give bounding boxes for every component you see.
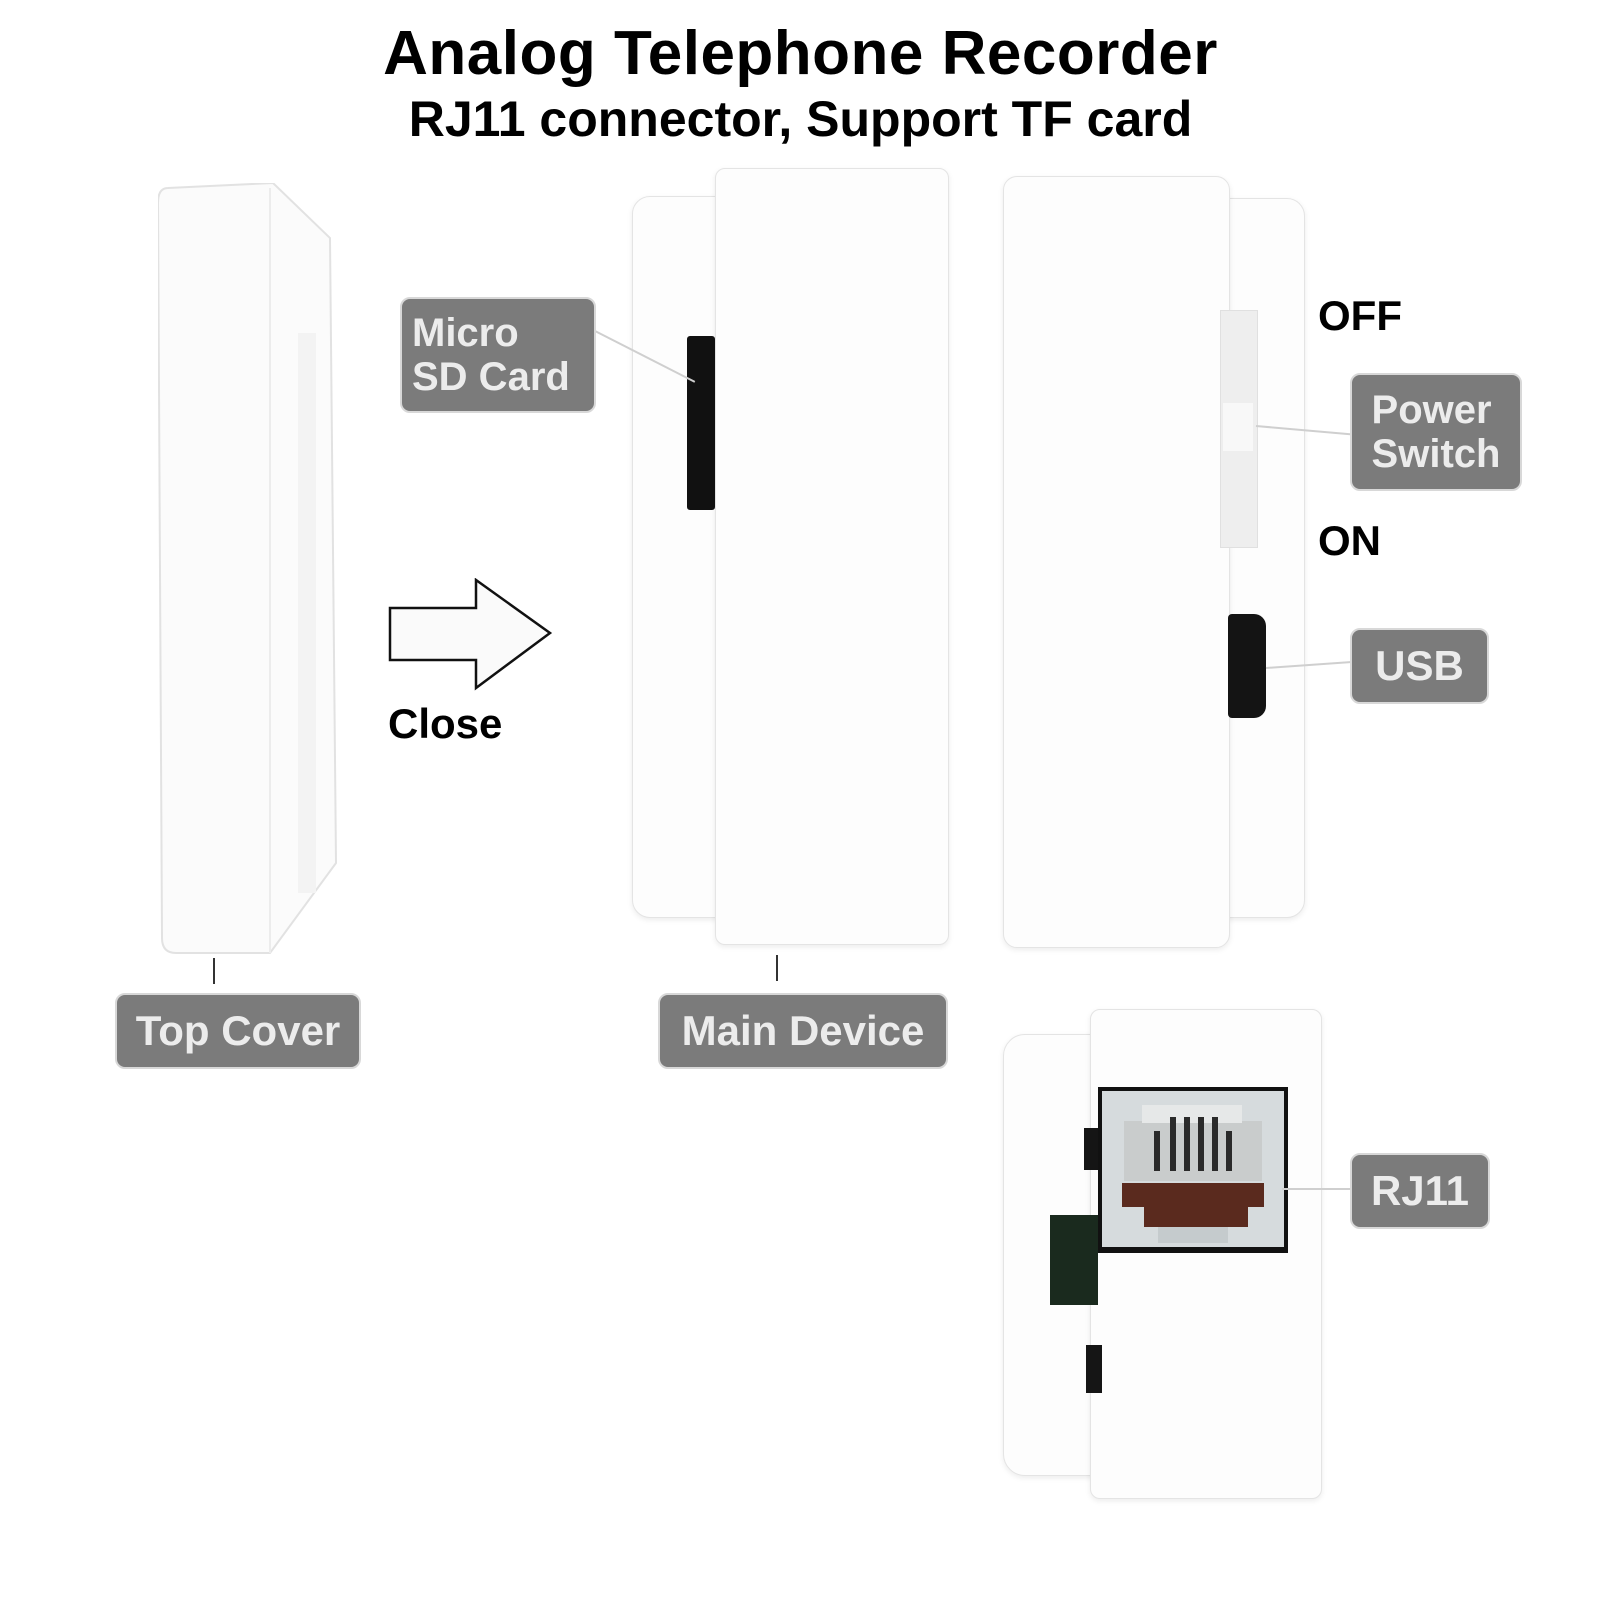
page-subtitle: RJ11 connector, Support TF card <box>408 91 1193 147</box>
pcb-tab-bottom <box>1086 1345 1102 1393</box>
close-label: Close <box>388 700 503 747</box>
pcb-edge <box>1050 1215 1098 1305</box>
top-cover-image <box>156 181 338 958</box>
main-device-tick <box>776 955 778 981</box>
power-switch <box>1220 310 1258 548</box>
main-device-front <box>715 168 949 945</box>
rj11-label: RJ11 <box>1350 1153 1490 1229</box>
usb-label: USB <box>1350 628 1489 704</box>
rj11-port-icon <box>1102 1091 1284 1247</box>
micro-sd-label-line2: SD Card <box>412 355 570 399</box>
power-switch-label: Power Switch <box>1350 373 1522 491</box>
main-device-label-text: Main Device <box>681 1006 925 1054</box>
power-switch-label-line1: Power <box>1371 388 1492 432</box>
page-title: Analog Telephone Recorder <box>383 19 1218 88</box>
device-bottom-front <box>1090 1009 1322 1499</box>
rj11-jack <box>1098 1087 1288 1253</box>
micro-sd-label-line1: Micro <box>412 311 519 355</box>
power-switch-label-line2: Switch <box>1371 432 1501 476</box>
micro-sd-label: Micro SD Card <box>400 297 596 413</box>
top-cover-shape <box>156 181 338 954</box>
top-cover-tick <box>213 958 215 984</box>
rj11-leader <box>1282 1188 1352 1190</box>
right-arrow-icon <box>388 577 553 698</box>
top-cover-label-text: Top Cover <box>135 1006 341 1054</box>
top-cover-label: Top Cover <box>115 993 361 1069</box>
usb-port <box>1228 614 1266 718</box>
micro-sd-slot <box>687 336 715 510</box>
usb-label-text: USB <box>1375 641 1464 689</box>
rj11-label-text: RJ11 <box>1370 1166 1470 1214</box>
main-device-label: Main Device <box>658 993 948 1069</box>
switch-off-label: OFF <box>1318 292 1402 339</box>
device-right-front <box>1003 176 1230 948</box>
switch-on-label: ON <box>1318 517 1381 564</box>
pcb-tab-top <box>1084 1128 1102 1170</box>
